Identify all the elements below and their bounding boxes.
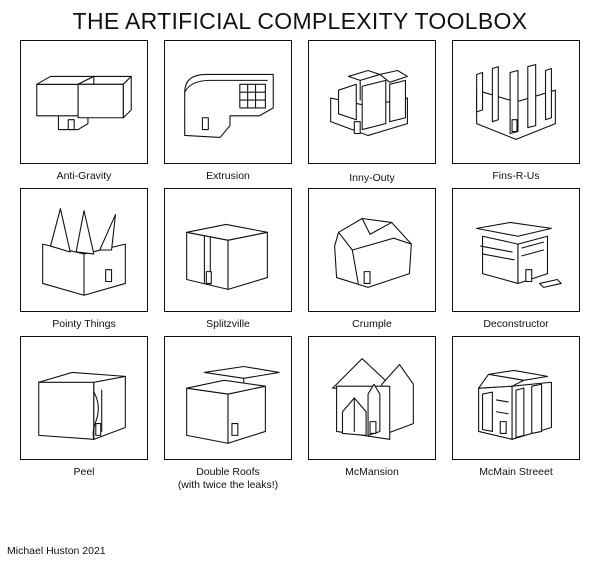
caption-peel: Peel <box>9 466 159 479</box>
double-roofs-sketch <box>186 365 280 444</box>
caption-label: Inny-Outy <box>349 172 395 184</box>
panel-extrusion <box>164 40 292 164</box>
caption-double-roofs: Double Roofs (with twice the leaks!) <box>153 466 303 492</box>
caption-sub-label: (with twice the leaks!) <box>177 479 279 491</box>
caption-label: Fins-R-Us <box>492 170 540 182</box>
caption-label: Pointy Things <box>52 318 116 330</box>
panel-splitzville <box>164 188 292 312</box>
anti-gravity-sketch <box>36 75 132 131</box>
caption-anti-gravity: Anti-Gravity <box>9 170 159 183</box>
panel-crumple <box>308 188 436 312</box>
caption-label: Extrusion <box>206 170 250 182</box>
caption-deconstructor: Deconstructor <box>441 318 591 331</box>
pointy-things-sketch <box>42 208 126 296</box>
caption-label: Deconstructor <box>483 318 549 330</box>
caption-label: McMain Streeet <box>479 466 553 478</box>
caption-crumple: Crumple <box>297 318 447 331</box>
caption-inny-outy: Inny-Outy <box>297 172 447 185</box>
deconstructor-sketch <box>476 221 562 288</box>
panel-peel <box>20 336 148 460</box>
peel-sketch <box>38 371 126 440</box>
caption-splitzville: Splitzville <box>153 318 303 331</box>
fins-r-us-sketch <box>476 64 556 140</box>
credit: Michael Huston 2021 <box>7 545 106 557</box>
panel-mcmansion <box>308 336 436 460</box>
panel-inny-outy <box>308 40 436 164</box>
caption-label: Peel <box>73 466 95 478</box>
mcmansion-sketch <box>332 358 414 440</box>
caption-label: Double Roofs <box>196 466 260 478</box>
panel-mcmain-street <box>452 336 580 460</box>
page-title: THE ARTIFICIAL COMPLEXITY TOOLBOX <box>72 8 528 34</box>
panel-double-roofs <box>164 336 292 460</box>
caption-label: Splitzville <box>206 318 250 330</box>
caption-label: McMansion <box>345 466 399 478</box>
panel-pointy-things <box>20 188 148 312</box>
caption-label: Anti-Gravity <box>56 170 112 182</box>
caption-pointy-things: Pointy Things <box>9 318 159 331</box>
panel-fins-r-us <box>452 40 580 164</box>
mcmain-street-sketch <box>478 369 552 440</box>
inny-outy-sketch <box>330 69 408 136</box>
extrusion-sketch <box>184 73 274 138</box>
panel-deconstructor <box>452 188 580 312</box>
caption-extrusion: Extrusion <box>153 170 303 183</box>
caption-label: Crumple <box>352 318 392 330</box>
caption-mcmansion: McMansion <box>297 466 447 479</box>
caption-fins-r-us: Fins-R-Us <box>441 170 591 183</box>
crumple-sketch <box>334 217 412 288</box>
caption-mcmain-street: McMain Streeet <box>441 466 591 479</box>
panel-anti-gravity <box>20 40 148 164</box>
splitzville-sketch <box>186 223 268 290</box>
